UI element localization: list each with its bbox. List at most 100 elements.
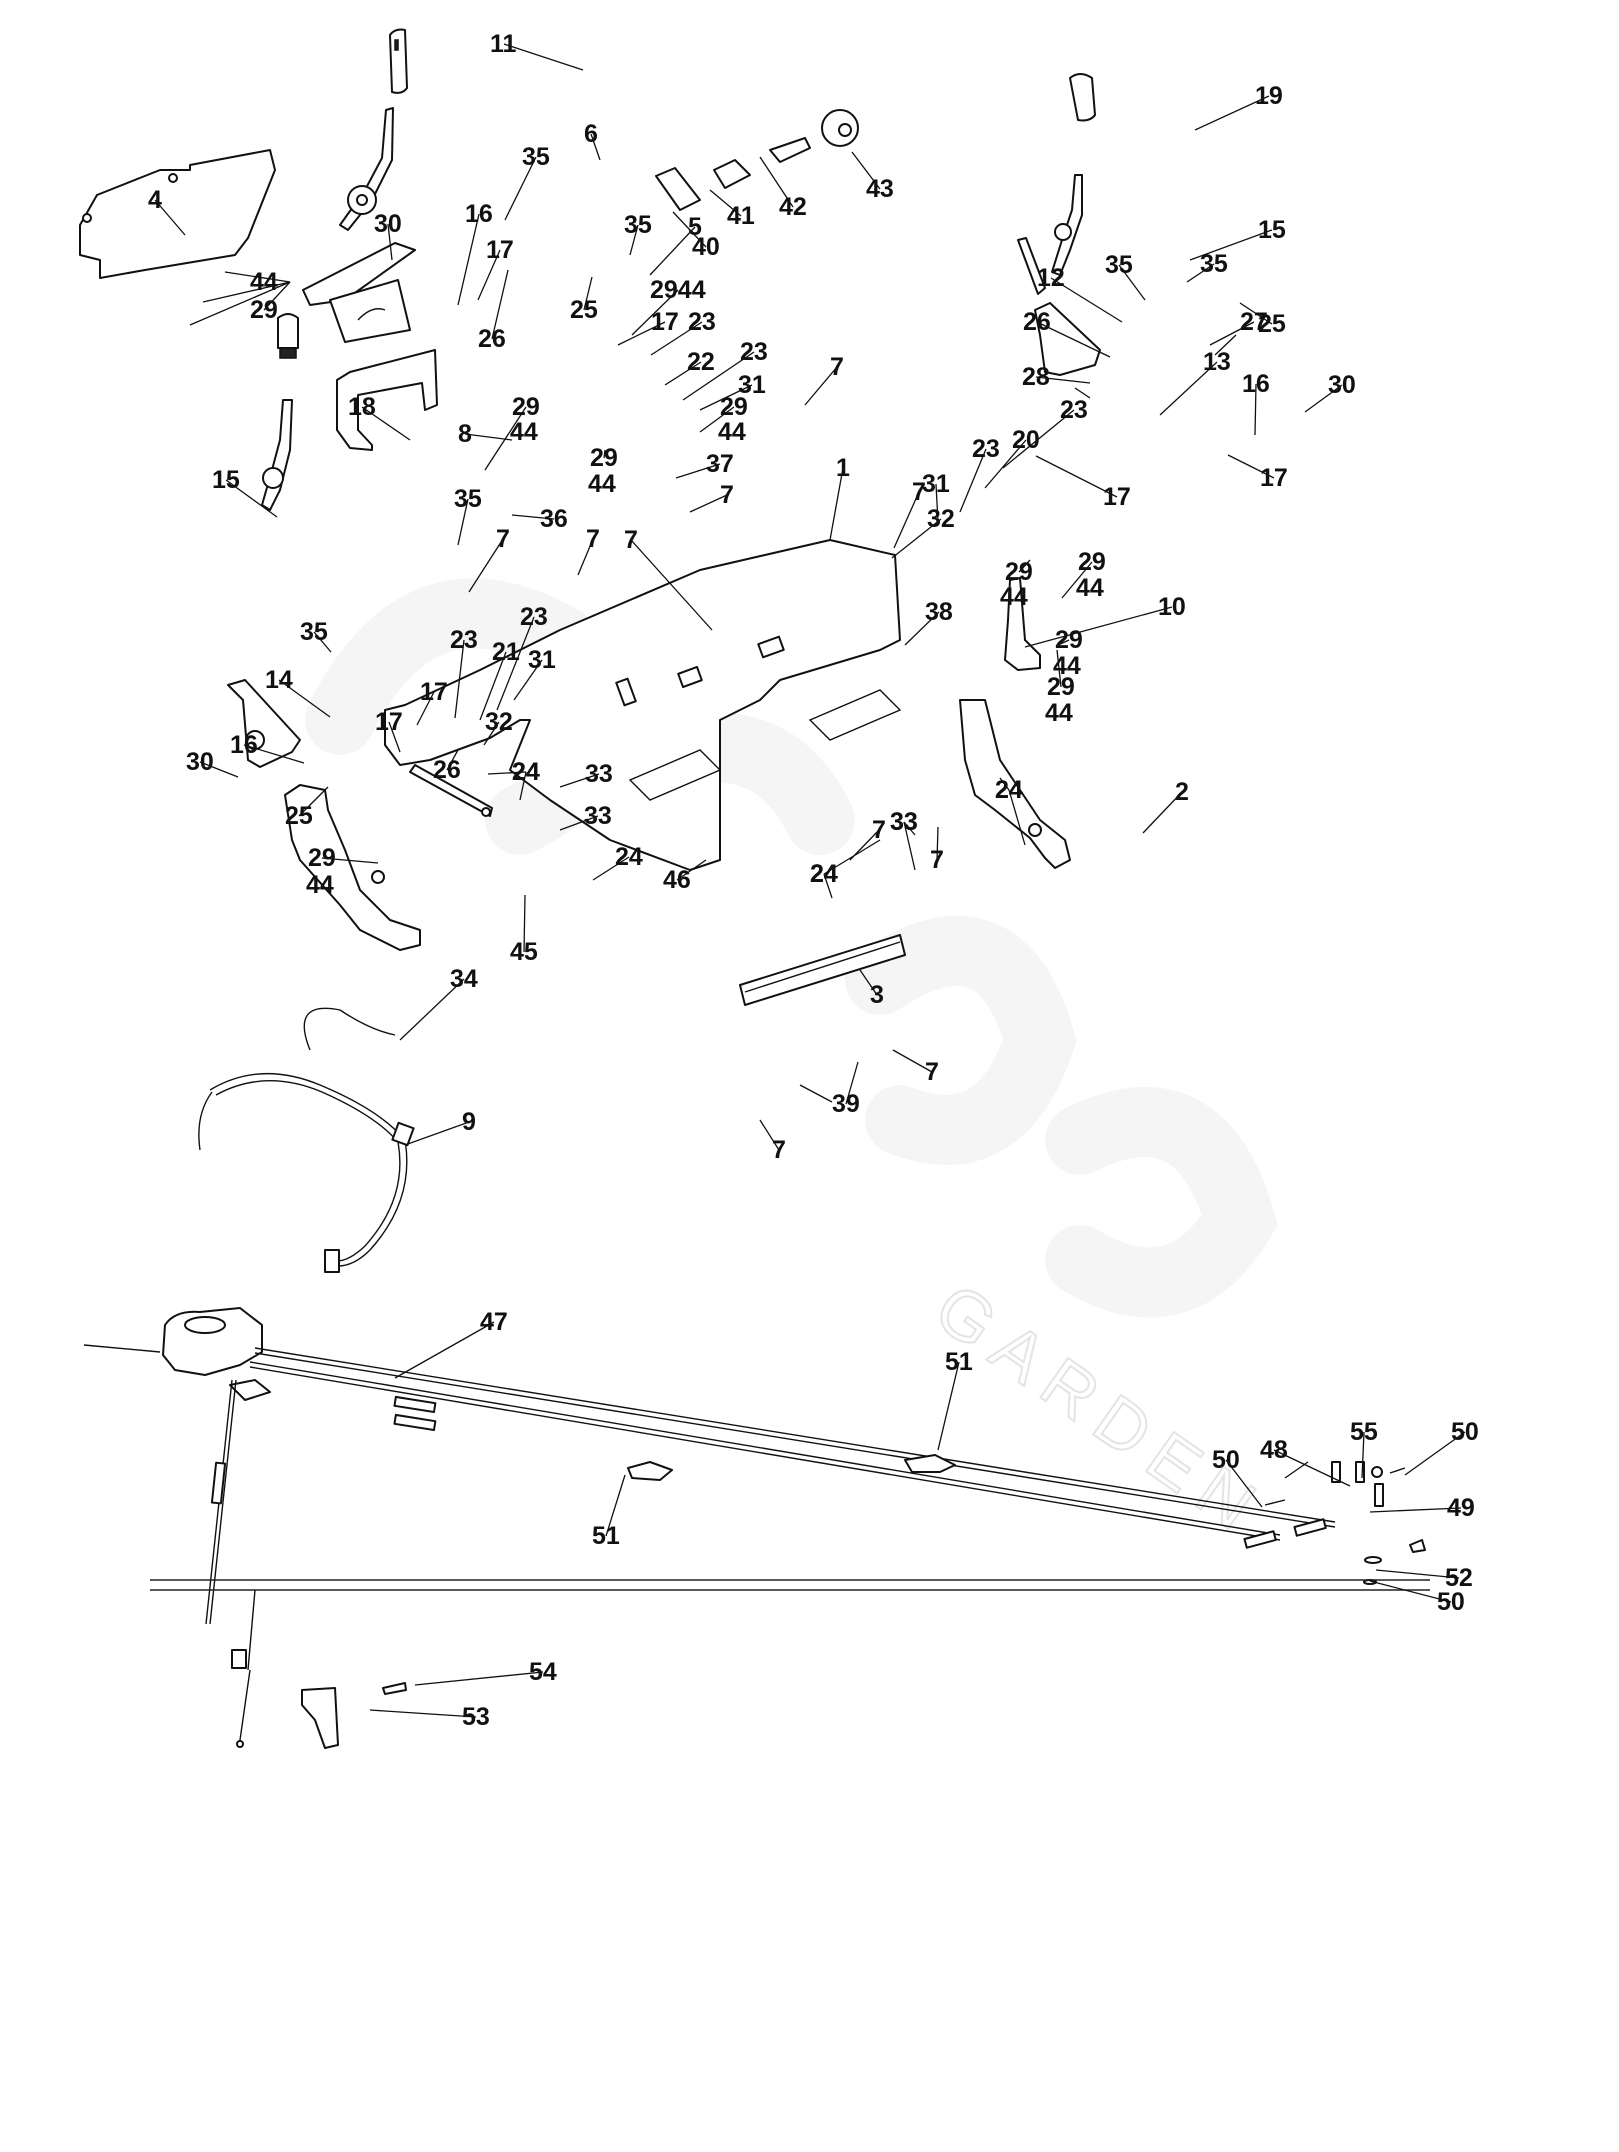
leader-line-2944 — [631, 289, 679, 336]
leader-line-29 — [1055, 639, 1070, 647]
callout-label-50: 50 — [1212, 1446, 1240, 1474]
callout-label-2: 2 — [1175, 778, 1189, 806]
part-51-clip-a — [904, 1454, 956, 1473]
leader-line-35 — [504, 156, 537, 221]
part-42-connector — [769, 137, 811, 163]
leader-line-24 — [823, 839, 881, 875]
callout-label-26: 26 — [433, 756, 461, 784]
callout-label-10: 10 — [1158, 593, 1186, 621]
part-14-housing-left — [227, 679, 301, 768]
callout-label-7: 7 — [925, 1058, 939, 1086]
callout-label-24: 24 — [512, 758, 540, 786]
callout-label-9: 9 — [462, 1108, 476, 1136]
part-5-lever-guide — [302, 242, 416, 343]
callout-label-25: 25 — [285, 802, 313, 830]
callout-label-31: 31 — [922, 470, 950, 498]
leader-line-23 — [650, 321, 703, 356]
callout-label-13: 13 — [1203, 348, 1231, 376]
part-3-cross-member — [739, 934, 906, 1006]
leader-line-22 — [664, 361, 702, 386]
part-43-key-switch — [821, 109, 859, 147]
part-8-bracket — [336, 349, 438, 451]
leader-line-19 — [1194, 95, 1270, 131]
callout-label-36: 36 — [540, 505, 568, 533]
leader-line-41 — [709, 189, 742, 217]
callout-label-23: 23 — [972, 435, 1000, 463]
leader-line-52 — [1375, 1569, 1460, 1579]
callout-label-29: 29 — [1047, 673, 1075, 701]
callout-label-23: 23 — [1060, 396, 1088, 424]
leader-line-50 — [1404, 1431, 1466, 1476]
leader-line-54 — [414, 1671, 544, 1686]
callout-label-39: 39 — [832, 1090, 860, 1118]
leader-line-31 — [513, 659, 543, 701]
leader-line-24 — [592, 856, 630, 881]
break-line — [150, 1579, 1430, 1591]
callout-label-4: 4 — [148, 186, 162, 214]
callout-label-48: 48 — [1260, 1436, 1288, 1464]
leader-line-35 — [1118, 264, 1146, 301]
leader-line-29 — [603, 449, 606, 459]
leader-line-7 — [936, 826, 939, 861]
callout-label-7: 7 — [872, 816, 886, 844]
leader-line-7 — [468, 538, 504, 593]
callout-label-6: 6 — [584, 120, 598, 148]
callout-leaders — [154, 43, 1466, 1718]
part-53-bracket — [301, 1687, 339, 1749]
callout-label-31: 31 — [738, 371, 766, 399]
callout-label-30: 30 — [186, 748, 214, 776]
callout-label-16: 16 — [230, 731, 258, 759]
callout-label-29: 29 — [1078, 548, 1106, 576]
leader-line — [1074, 387, 1091, 399]
leader-line-35 — [457, 498, 469, 546]
callout-label-55: 55 — [1350, 1418, 1378, 1446]
leader-line-38 — [904, 611, 940, 646]
leader-line-17 — [388, 721, 401, 753]
watermark: GARDEN — [305, 578, 1281, 1553]
callout-label-40: 40 — [692, 233, 720, 261]
leader-line-53 — [369, 1709, 477, 1718]
leader-line-55 — [1361, 1431, 1365, 1479]
callout-label-25: 25 — [1258, 310, 1286, 338]
leader-line-36 — [511, 514, 555, 520]
callout-label-11: 11 — [490, 30, 517, 58]
leader-line-51 — [605, 1474, 626, 1537]
callout-label-44: 44 — [1000, 583, 1028, 611]
leader-line-17 — [617, 321, 666, 346]
leader-line-29 — [1056, 649, 1062, 688]
callout-label-2944: 2944 — [650, 276, 706, 304]
callout-label-24: 24 — [615, 843, 643, 871]
leader-line-7 — [630, 539, 713, 631]
part-15-lever-left — [261, 399, 293, 511]
callout-label-44: 44 — [510, 418, 538, 446]
callout-label-7: 7 — [586, 525, 600, 553]
callout-label-29: 29 — [308, 844, 336, 872]
leader-line-29 — [1018, 559, 1031, 573]
callout-label-14: 14 — [265, 666, 293, 694]
leader-line-49 — [1369, 1507, 1462, 1513]
leader-line-39 — [845, 1061, 859, 1105]
part-47-shifter-box — [162, 1307, 271, 1401]
lower-cable — [231, 1589, 256, 1748]
callout-label-7: 7 — [772, 1136, 786, 1164]
callout-label-17: 17 — [651, 308, 679, 336]
leader-line — [1214, 334, 1237, 356]
callout-label-52: 52 — [1445, 1564, 1473, 1592]
leader-line-50 — [1225, 1459, 1263, 1508]
leader-line-25 — [298, 786, 329, 817]
callout-label-15: 15 — [212, 466, 240, 494]
callout-label-35: 35 — [454, 485, 482, 513]
callout-label-24: 24 — [995, 776, 1023, 804]
callout-label-24: 24 — [512, 758, 540, 786]
leader-line-18 — [361, 406, 411, 441]
callout-label-44: 44 — [1045, 699, 1073, 727]
leader-line-33 — [903, 821, 916, 836]
leader-line-25 — [1239, 302, 1273, 325]
callout-label-21: 21 — [492, 638, 520, 666]
callout-label-8: 8 — [458, 420, 472, 448]
callout-label-3: 3 — [870, 981, 884, 1009]
leader-line-15 — [225, 479, 278, 518]
leader-line-27 — [1209, 321, 1255, 346]
leader-line-30 — [387, 223, 393, 261]
callout-label-29: 29 — [590, 444, 618, 472]
